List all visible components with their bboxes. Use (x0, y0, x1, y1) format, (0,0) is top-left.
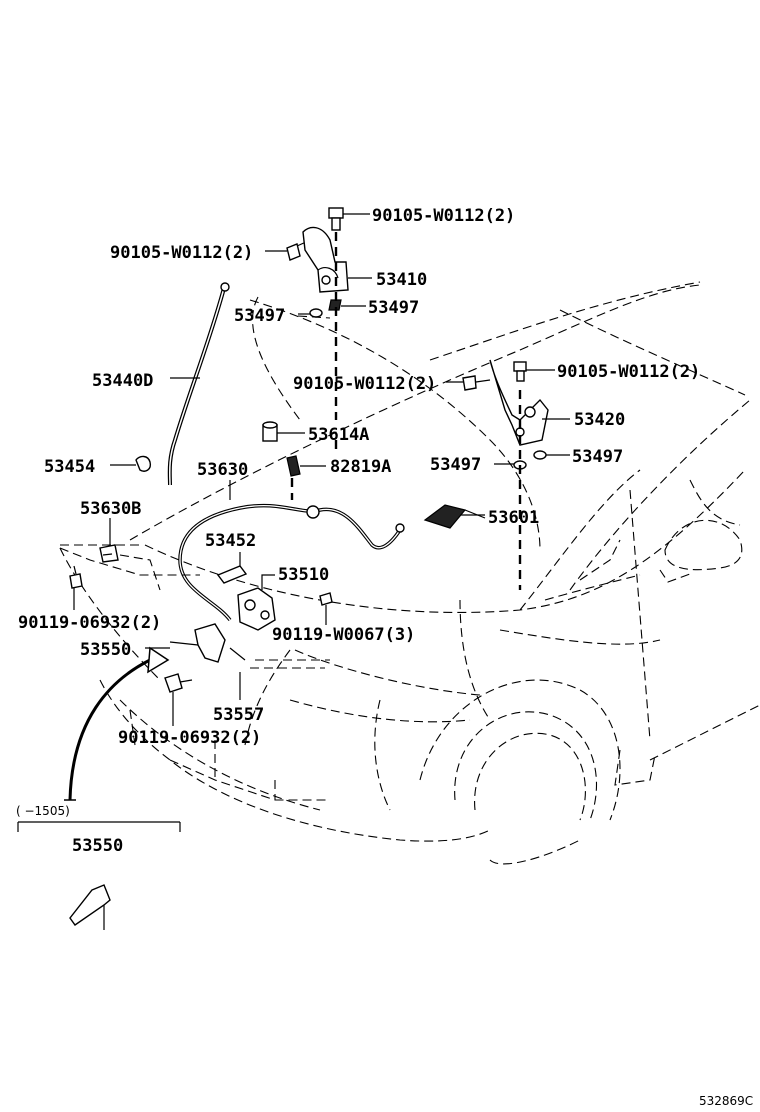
washer-53497-a (328, 299, 342, 311)
bracket-53452 (216, 565, 248, 584)
alignment-lines (59, 232, 522, 591)
label-53497-a: 53497 (368, 298, 419, 318)
washer-53497-b (309, 308, 323, 318)
clip-53630b (99, 544, 119, 563)
grommet-53454 (135, 455, 152, 472)
bolt-90119-w (319, 592, 333, 606)
label-90105-w0112-right: 90105-W0112(2) (557, 362, 700, 382)
bolt-90119-bottom (164, 673, 193, 693)
label-90105-w0112-mid: 90105-W0112(2) (293, 374, 436, 394)
hood-hook-53550 (169, 623, 246, 663)
hood-edge-arrow (64, 646, 170, 801)
bolt-90105-mid (462, 375, 491, 391)
label-53440d: 53440D (92, 371, 153, 391)
label-53420: 53420 (574, 410, 625, 430)
bolt-90105-right (513, 361, 527, 382)
hood-hinge-53410 (302, 226, 349, 293)
label-90105-w0112-top: 90105-W0112(2) (372, 206, 515, 226)
bolt-90119-left (69, 565, 83, 589)
label-82819a: 82819A (330, 457, 391, 477)
hood-hinge-53420 (489, 359, 549, 446)
label-range-note: ( −1505) (16, 804, 70, 818)
label-53510: 53510 (278, 565, 329, 585)
label-53557: 53557 (213, 705, 264, 725)
label-53497-c: 53497 (430, 455, 481, 475)
label-53550-alt: 53550 (72, 836, 123, 856)
label-53550: 53550 (80, 640, 131, 660)
label-90119-w0067: 90119-W0067(3) (272, 625, 415, 645)
label-53410: 53410 (376, 270, 427, 290)
hood-hook-53550-alt (69, 884, 111, 930)
label-53452: 53452 (205, 531, 256, 551)
leader-lines (73, 213, 570, 726)
label-53497-d: 53497 (572, 447, 623, 467)
clamp-82819a (286, 455, 301, 477)
label-53614a: 53614A (308, 425, 369, 445)
figure-code: 532869C (699, 1094, 753, 1108)
hood-lock-53510 (237, 587, 276, 631)
hood-support-rod-53440d (167, 282, 230, 486)
label-90105-w0112-left: 90105-W0112(2) (110, 243, 253, 263)
washer-53497-d (533, 450, 547, 460)
label-90119-06932-bottom: 90119-06932(2) (118, 728, 261, 748)
bolt-90105-left (286, 241, 307, 261)
hood-bumper-53614a (262, 421, 278, 442)
labels: 90105-W0112(2) 90105-W0112(2) 53410 5349… (16, 206, 753, 1108)
bolt-90105-top (328, 207, 344, 231)
label-53630: 53630 (197, 460, 248, 480)
label-53454: 53454 (44, 457, 95, 477)
label-53497-b: 53497 (234, 306, 285, 326)
range-bracket (17, 821, 181, 832)
label-90119-06932-left: 90119-06932(2) (18, 613, 161, 633)
label-53630b: 53630B (80, 499, 141, 519)
label-53601: 53601 (488, 508, 539, 528)
release-lever-53601 (423, 504, 467, 529)
car-body-outline (59, 281, 760, 865)
release-cable-53630 (178, 503, 405, 622)
